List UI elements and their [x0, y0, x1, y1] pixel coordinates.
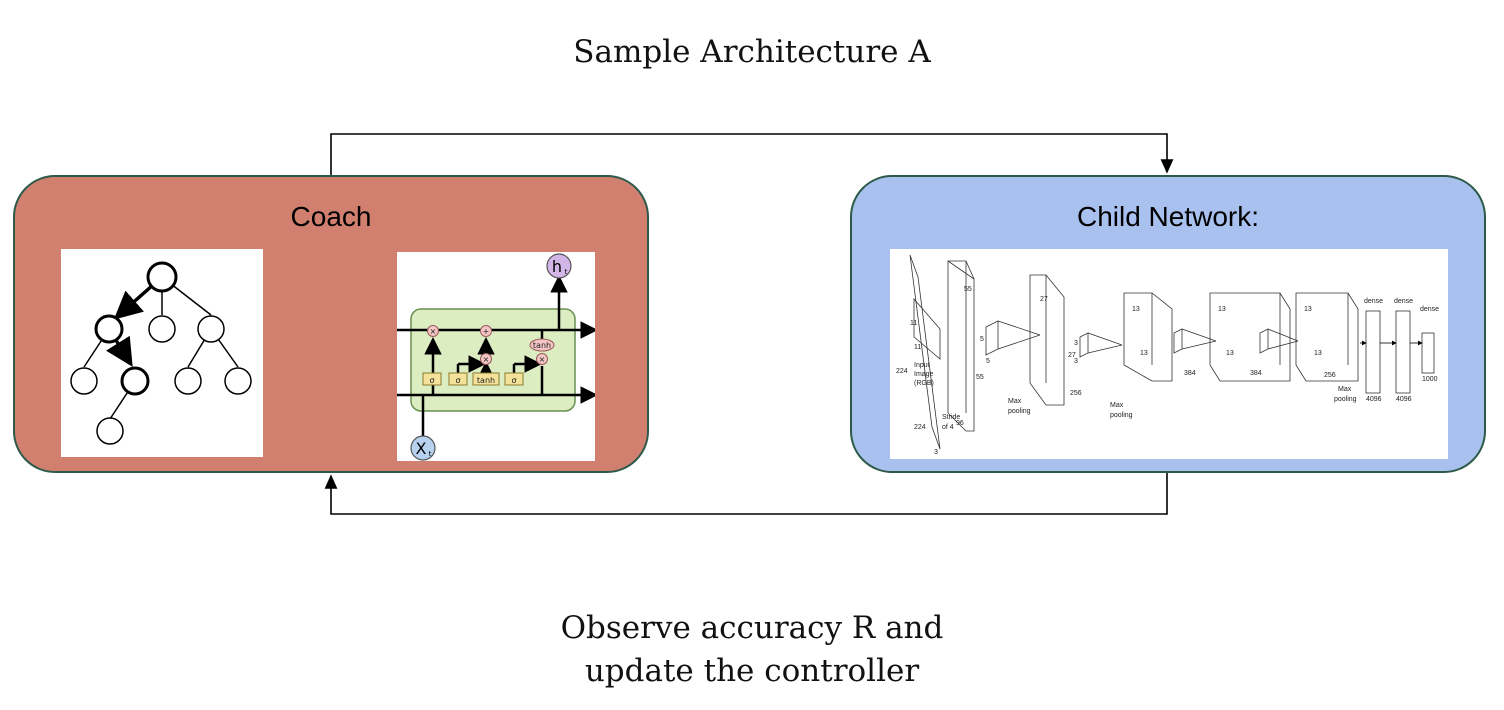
cnn-maxpool2-1: Max — [1110, 402, 1124, 409]
lstm-add: + — [483, 327, 490, 336]
lstm-gate-4: σ — [511, 376, 516, 385]
caption: Observe accuracy R and update the contro… — [0, 607, 1504, 693]
cnn-224-bottom: 224 — [914, 424, 926, 431]
child-network-title: Child Network: — [1076, 201, 1260, 232]
cnn-4096a: 4096 — [1366, 396, 1382, 403]
cnn-13d: 13 — [1226, 350, 1234, 357]
cnn-13e: 13 — [1304, 306, 1312, 313]
cnn-maxpool3-1: Max — [1338, 386, 1352, 393]
cnn-3: 3 — [934, 449, 938, 456]
cnn-dense-1: dense — [1364, 298, 1383, 305]
cnn-55b: 55 — [976, 374, 984, 381]
cnn-13c: 13 — [1218, 306, 1226, 313]
cnn-stride-1: Stride — [942, 414, 960, 421]
cnn-11b: 11 — [914, 344, 921, 351]
cnn-384a: 384 — [1184, 370, 1196, 377]
cnn-13a: 13 — [1132, 306, 1140, 313]
lstm-gate-3: tanh — [477, 376, 495, 385]
forward-connector — [330, 133, 1174, 175]
cnn-input-3: (RGB) — [914, 380, 934, 387]
cnn-maxpool1-1: Max — [1008, 398, 1022, 405]
cnn-5b: 5 — [986, 358, 990, 365]
caption-line-1: Observe accuracy R and — [560, 610, 944, 646]
cnn-4096b: 4096 — [1396, 396, 1412, 403]
lstm-tanh-out: tanh — [533, 341, 551, 350]
lstm-x-sub: t — [429, 450, 432, 458]
cnn-architecture-image: 224 224 3 11 11 Input Image (RGB) Stride… — [890, 249, 1448, 459]
lstm-cell-image: × + × × tanh σ σ tanh σ h t X t — [397, 252, 595, 461]
lstm-gate-1: σ — [429, 376, 434, 385]
cnn-13f: 13 — [1314, 350, 1322, 357]
lstm-h-label: h — [552, 257, 562, 276]
cnn-1000: 1000 — [1422, 376, 1438, 383]
lstm-h-sub: t — [565, 268, 568, 276]
child-network-panel: Child Network: — [850, 175, 1486, 473]
cnn-input-1: Input — [914, 362, 930, 369]
cnn-224-left: 224 — [896, 368, 908, 375]
cnn-3b: 3 — [1074, 358, 1078, 365]
diagram-title: Sample Architecture A — [573, 34, 931, 70]
cnn-256a: 256 — [1070, 390, 1082, 397]
cnn-96: 96 — [956, 420, 964, 427]
cnn-3a: 3 — [1074, 340, 1078, 347]
coach-panel: Coach — [13, 175, 649, 473]
lstm-mul-1: × — [430, 327, 437, 336]
cnn-stride-2: of 4 — [942, 424, 954, 431]
coach-title: Coach — [290, 201, 372, 232]
cnn-256b: 256 — [1324, 372, 1336, 379]
cnn-maxpool2-2: pooling — [1110, 412, 1133, 419]
cnn-input-2: Image — [914, 371, 934, 378]
cnn-27a: 27 — [1040, 296, 1048, 303]
cnn-dense-3: dense — [1420, 306, 1439, 313]
caption-line-2: update the controller — [584, 653, 920, 689]
lstm-gate-2: σ — [455, 376, 460, 385]
cnn-dense-2: dense — [1394, 298, 1413, 305]
cnn-11a: 11 — [910, 320, 917, 327]
tree-image — [61, 249, 263, 457]
cnn-384b: 384 — [1250, 370, 1262, 377]
cnn-maxpool3-2: pooling — [1334, 396, 1357, 403]
lstm-mul-3: × — [539, 355, 546, 364]
cnn-27b: 27 — [1068, 352, 1076, 359]
cnn-55a: 55 — [964, 286, 972, 293]
lstm-mul-2: × — [483, 355, 490, 364]
cnn-5a: 5 — [980, 336, 984, 343]
cnn-maxpool1-2: pooling — [1008, 408, 1031, 415]
lstm-x-label: X — [416, 439, 427, 458]
cnn-13b: 13 — [1140, 350, 1148, 357]
